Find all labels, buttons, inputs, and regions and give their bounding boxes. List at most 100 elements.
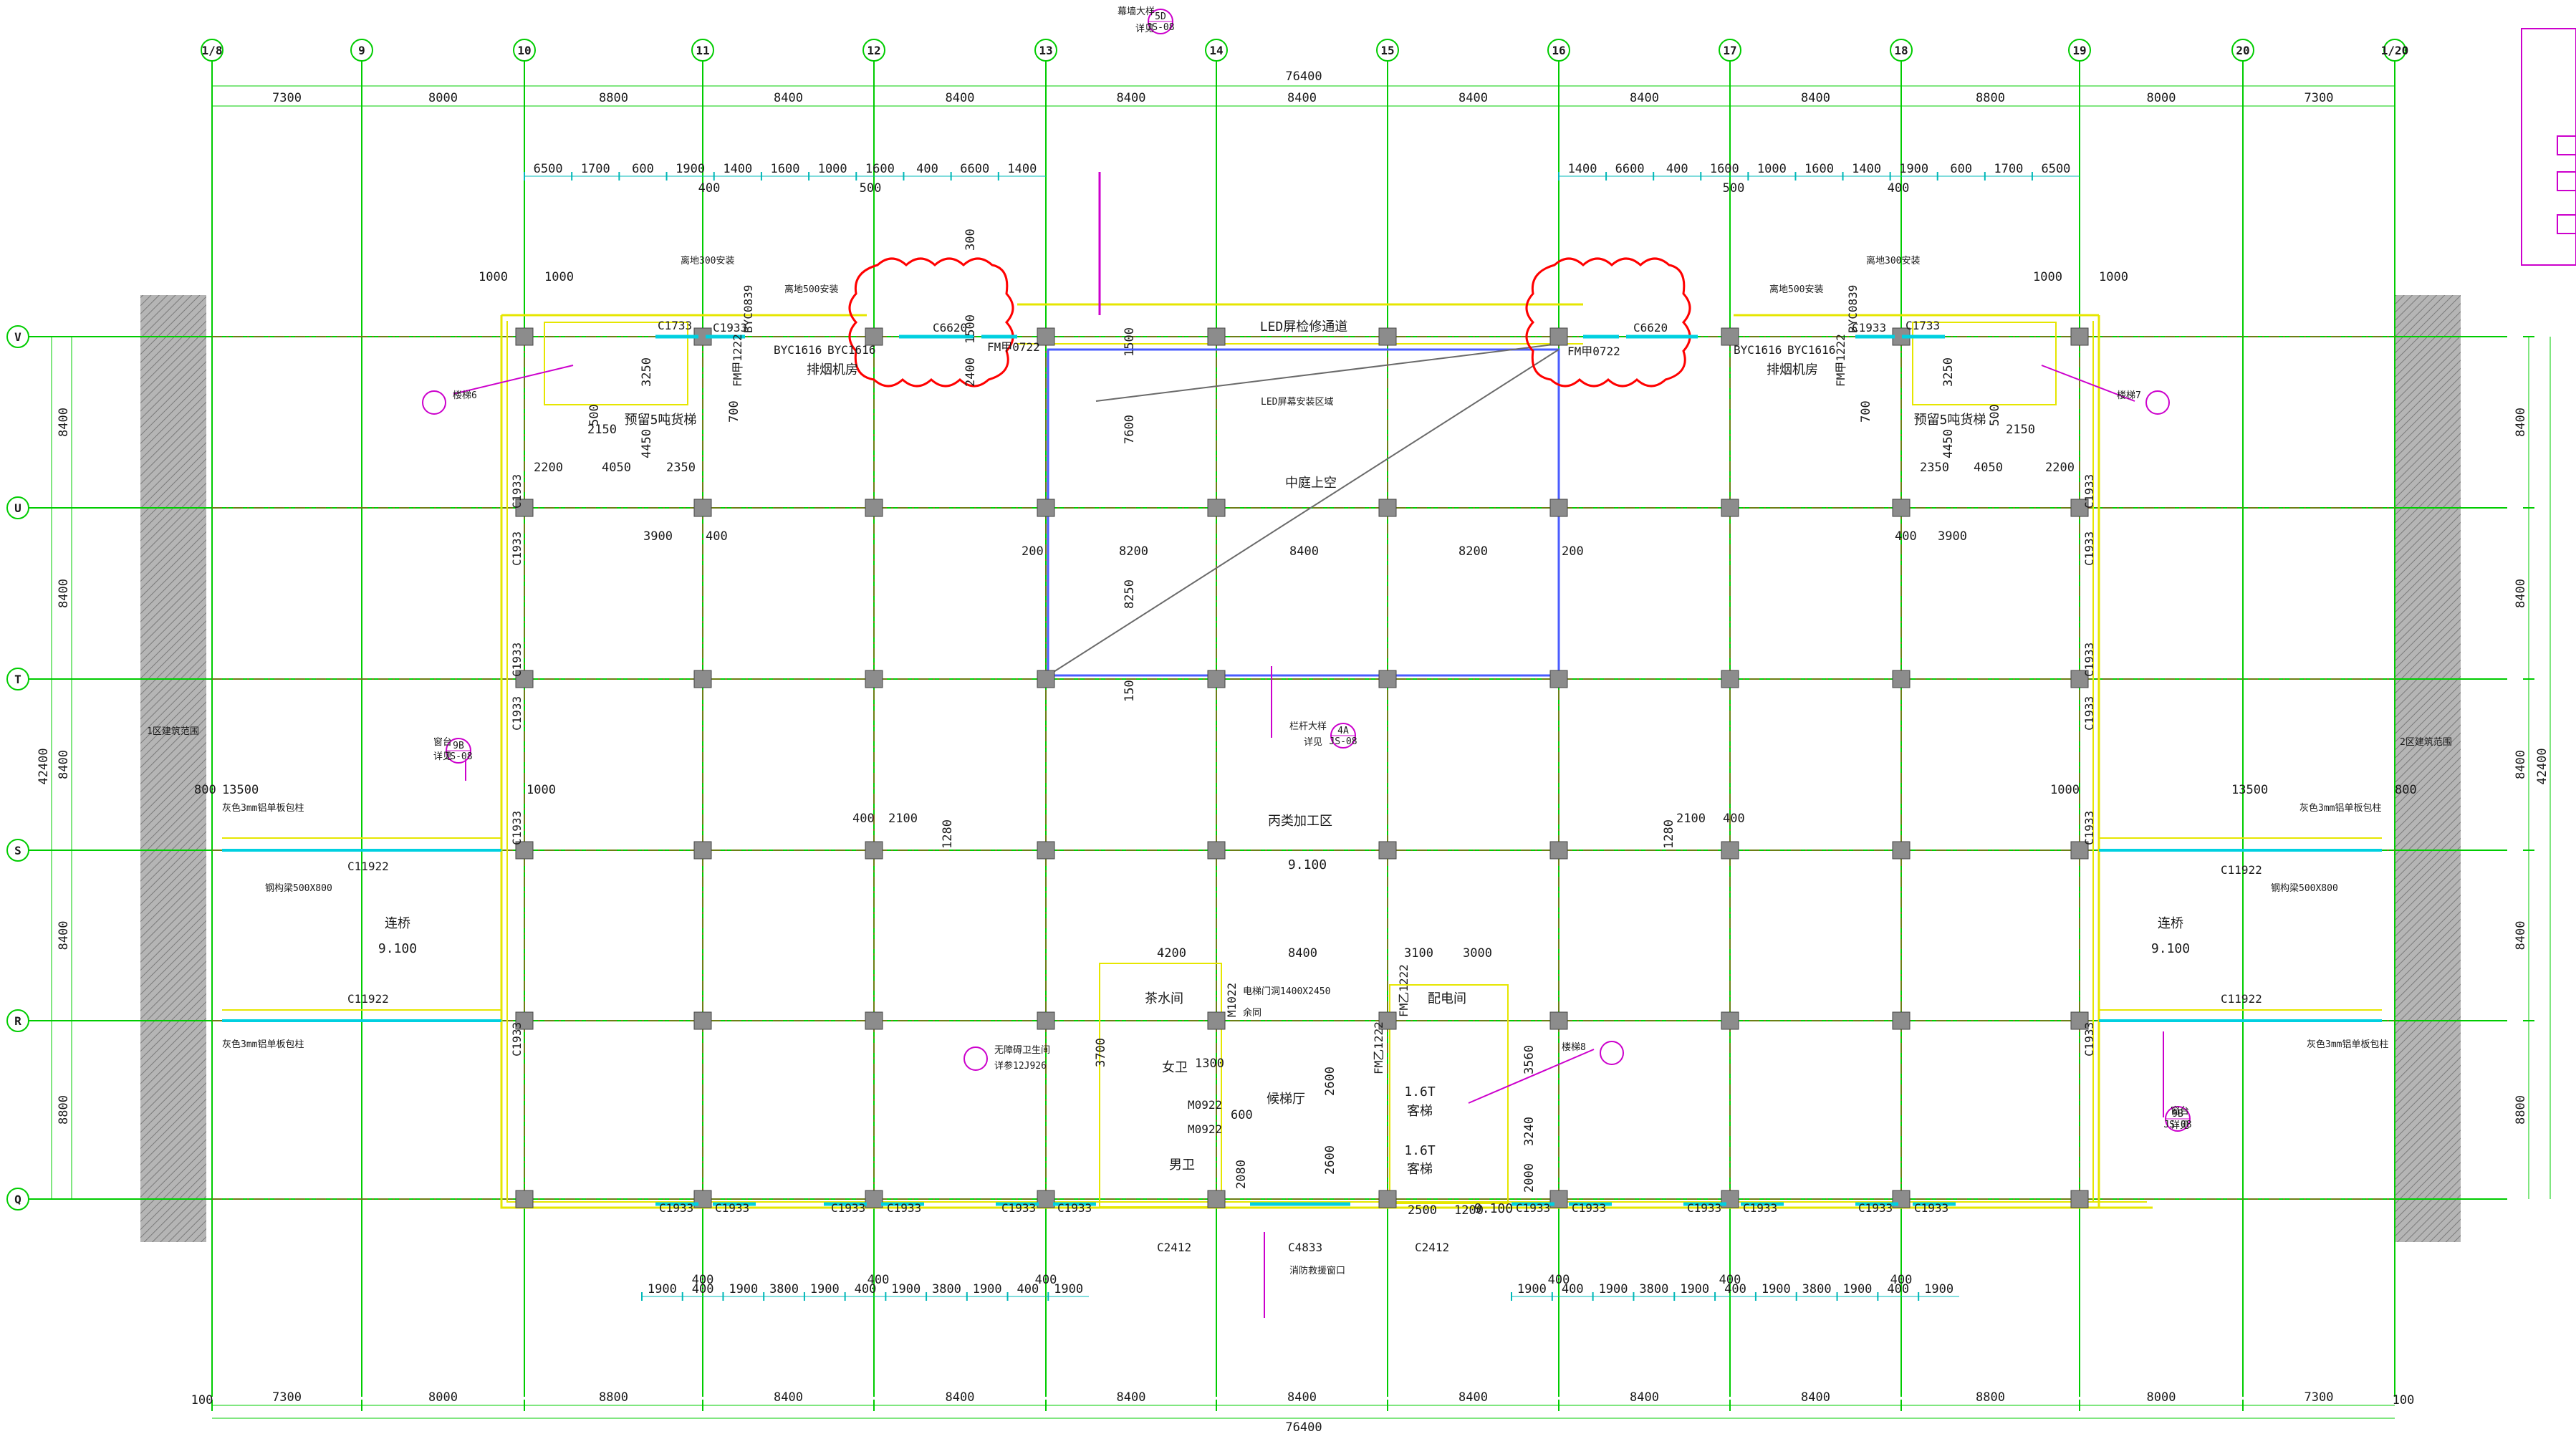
axis-label-col-7: 15 bbox=[1380, 44, 1394, 57]
room-processing-level: 9.100 bbox=[1288, 857, 1327, 872]
column-5-5 bbox=[1378, 1190, 1397, 1208]
dim-top-detail-left-text-5: 1600 bbox=[771, 162, 800, 176]
axis-bubble-col-6 bbox=[1205, 39, 1228, 62]
dim-top-detail-left-text-1: 1700 bbox=[581, 162, 610, 176]
lift-block bbox=[1389, 984, 1509, 1204]
dim-bottom-detail-sub-0: 400 bbox=[692, 1273, 714, 1287]
dim-500-left: 500 bbox=[587, 404, 602, 426]
win-c1933-b6: C1933 bbox=[1057, 1201, 1092, 1215]
dim-300-cloud: 300 bbox=[963, 228, 978, 251]
detail-ref-sheet-1: JS-08 bbox=[1329, 736, 1357, 747]
room-exhaust-right: 排烟机房 bbox=[1767, 362, 1818, 377]
dim-top-detail-left-text-9: 6600 bbox=[960, 162, 989, 176]
revision-cloud-layer bbox=[848, 257, 1691, 388]
dim-1280-right: 1280 bbox=[1662, 819, 1676, 849]
axis-label-row-0: V bbox=[14, 330, 21, 344]
win-c11922-left-bottom: C11922 bbox=[347, 992, 389, 1006]
win-c1933-b7: C1933 bbox=[1516, 1201, 1550, 1215]
dim-top-detail-right-text-9: 1700 bbox=[1994, 162, 2023, 176]
structural-column-layer bbox=[515, 327, 2089, 1208]
axis-bubble-col-0 bbox=[201, 39, 224, 62]
dim-400-proc-l: 400 bbox=[852, 812, 875, 826]
dim-top-detail-left-sub-0: 400 bbox=[698, 181, 721, 196]
note-gray-fin-rt: 灰色3mm铝单板包柱 bbox=[2299, 802, 2381, 814]
column-6-3 bbox=[1549, 841, 1568, 860]
win-c6620-left: C6620 bbox=[933, 321, 967, 335]
room-lift2-b: 客梯 bbox=[1407, 1162, 1433, 1177]
zone-left-hatch bbox=[140, 295, 206, 1242]
dim-8200-right: 8200 bbox=[1458, 544, 1488, 559]
win-m1022: M1022 bbox=[1225, 983, 1239, 1017]
axis-label-row-5: Q bbox=[14, 1193, 21, 1206]
note-railing: 栏杆大样 bbox=[1289, 721, 1327, 732]
dim-400-right: 400 bbox=[1895, 529, 1917, 544]
win-fm1222-right: FM甲1222 bbox=[1834, 334, 1847, 387]
column-0-1 bbox=[515, 499, 534, 517]
atrium-diagonal bbox=[1047, 349, 1559, 676]
dim-bottom-detail-left-text-10: 1900 bbox=[1054, 1282, 1083, 1296]
axis-label-col-0: 1/8 bbox=[202, 44, 223, 57]
dim-bottom-span-text-8: 8400 bbox=[1630, 1390, 1659, 1405]
dim-800-left: 800 bbox=[194, 783, 216, 797]
column-6-0 bbox=[1549, 327, 1568, 346]
dim-2350-left: 2350 bbox=[666, 461, 696, 475]
column-7-4 bbox=[1721, 1011, 1739, 1030]
room-male-wc: 男卫 bbox=[1169, 1158, 1195, 1173]
stair6-leader bbox=[453, 365, 574, 395]
dim-bottom-span-text-2: 8800 bbox=[599, 1390, 628, 1405]
axis-bubble-col-1 bbox=[350, 39, 373, 62]
note-steel-beam-left: 钢构梁500X800 bbox=[265, 883, 332, 894]
dim-bottom-detail-left-text-2: 1900 bbox=[729, 1282, 758, 1296]
column-2-1 bbox=[865, 499, 883, 517]
column-5-4 bbox=[1378, 1011, 1397, 1030]
dim-bottom-detail-left-text-1: 400 bbox=[692, 1282, 714, 1296]
dim-top-detail-left-text-10: 1400 bbox=[1007, 162, 1037, 176]
dim-bottom-detail-sub-2: 400 bbox=[1035, 1273, 1057, 1287]
dim-bottom-span-text-5: 8400 bbox=[1117, 1390, 1146, 1405]
column-3-3 bbox=[1037, 841, 1055, 860]
room-led-install: LED屏幕安装区域 bbox=[1261, 397, 1333, 408]
dim-bottom-detail-left-text-8: 1900 bbox=[973, 1282, 1002, 1296]
note-railing-b: 详见 bbox=[1304, 737, 1322, 748]
axis-label-col-3: 11 bbox=[696, 44, 709, 57]
dim-right-span-text-0: 8400 bbox=[2514, 408, 2528, 437]
dim-8200-left: 8200 bbox=[1119, 544, 1148, 559]
dim-8250: 8250 bbox=[1123, 579, 1137, 609]
legend-swatch-2 bbox=[2557, 171, 2576, 191]
win-byc1616-l1: BYC1616 bbox=[774, 343, 822, 357]
dim-2350-right: 2350 bbox=[1920, 461, 1949, 475]
dim-top-detail-left-text-8: 400 bbox=[916, 162, 938, 176]
atrium-leader bbox=[1095, 343, 1559, 402]
dim-left-span-text-1: 8400 bbox=[57, 579, 71, 608]
zone-left-label: 1区建筑范围 bbox=[147, 726, 199, 737]
column-0-0 bbox=[515, 327, 534, 346]
dim-top-detail-right-sub-0: 500 bbox=[1723, 181, 1745, 196]
dim-400-left: 400 bbox=[706, 529, 728, 544]
dim-bottom-detail-right-text-0: 1900 bbox=[1517, 1282, 1547, 1296]
dim-left-span-text-4: 8800 bbox=[57, 1095, 71, 1125]
win-c1933-e4: C1933 bbox=[2082, 696, 2096, 731]
win-c1933-b11: C1933 bbox=[1858, 1201, 1893, 1215]
dim-top-detail-right-text-5: 1600 bbox=[1804, 162, 1834, 176]
note-gray-fin-lb: 灰色3mm铝单板包柱 bbox=[222, 1039, 304, 1050]
zone-hatch-layer bbox=[140, 295, 2461, 1242]
misc-dimension-layer: 1000 1000 1000 1000 2150 2150 2200 2200 … bbox=[194, 228, 2417, 1218]
column-5-3 bbox=[1378, 841, 1397, 860]
win-c1933-e6: C1933 bbox=[2082, 1022, 2096, 1057]
dim-bottom-span-text-9: 8400 bbox=[1801, 1390, 1830, 1405]
axis-bubble-col-3 bbox=[691, 39, 714, 62]
dim-bottom-detail-sub-3: 400 bbox=[1548, 1273, 1570, 1287]
axis-bubble-row-3 bbox=[6, 839, 29, 862]
dim-left-span-text-2: 8400 bbox=[57, 750, 71, 779]
column-9-4 bbox=[2070, 1011, 2089, 1030]
dim-top-detail-right-text-0: 1400 bbox=[1568, 162, 1597, 176]
note-gray-fin-lt: 灰色3mm铝单板包柱 bbox=[222, 802, 304, 814]
dim-top-span-text-10: 8800 bbox=[1976, 91, 2005, 105]
column-8-3 bbox=[1892, 841, 1911, 860]
revision-cloud-right bbox=[1525, 257, 1691, 388]
column-1-1 bbox=[693, 499, 712, 517]
win-fm0722-right: FM甲0722 bbox=[1567, 345, 1620, 358]
win-c1933-w1: C1933 bbox=[510, 474, 524, 509]
